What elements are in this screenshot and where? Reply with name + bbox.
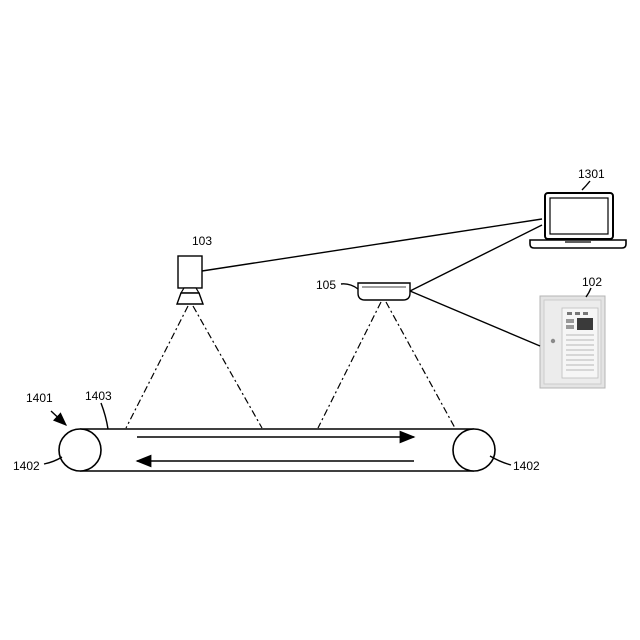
sensor-to-laptop-line xyxy=(410,225,542,291)
sensor-leader xyxy=(341,284,358,289)
sensor-to-panel-line xyxy=(410,291,540,346)
roller-left xyxy=(59,429,101,471)
laptop-label: 1301 xyxy=(578,167,605,181)
belt-leader xyxy=(101,403,108,429)
camera-fov-right xyxy=(193,306,262,428)
sensor-label: 105 xyxy=(316,278,336,292)
sensor-icon xyxy=(358,283,410,300)
camera-label: 103 xyxy=(192,234,212,248)
control-panel-label: 102 xyxy=(582,275,602,289)
camera-to-laptop-line xyxy=(202,219,542,271)
belt-label: 1403 xyxy=(85,389,112,403)
roller-right-label: 1402 xyxy=(513,459,540,473)
conveyor-label: 1401 xyxy=(26,391,53,405)
control-panel-icon xyxy=(540,296,605,388)
conveyor-leader xyxy=(51,411,66,425)
laptop-leader xyxy=(582,181,590,190)
roller-left-label: 1402 xyxy=(13,459,40,473)
roller-right-leader xyxy=(490,456,511,465)
sensor-fov-right xyxy=(386,302,455,428)
laptop-icon xyxy=(530,193,626,248)
roller-left-leader xyxy=(44,457,62,464)
conveyor-belt xyxy=(80,429,474,471)
sensor-fov-left xyxy=(318,302,381,428)
camera-icon xyxy=(177,256,203,304)
roller-right xyxy=(453,429,495,471)
camera-fov-left xyxy=(126,306,188,428)
